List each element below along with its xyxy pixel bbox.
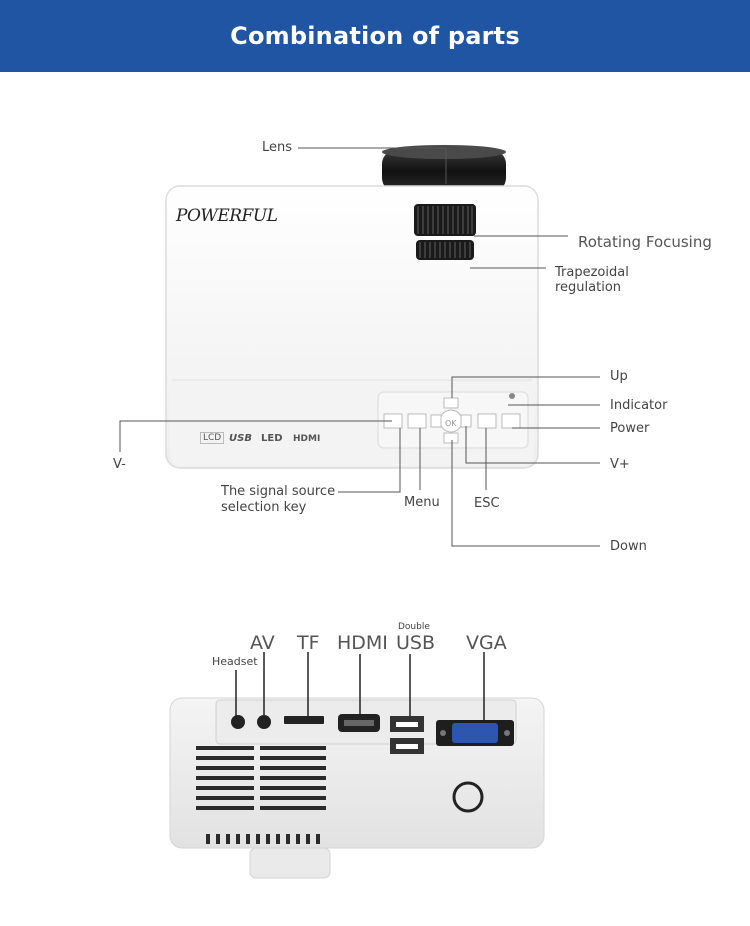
label-headset: Headset (212, 655, 258, 668)
label-tf: TF (297, 632, 320, 654)
ports (231, 714, 514, 754)
brand-logo: POWERFUL (176, 206, 278, 226)
label-v-minus: V- (113, 457, 126, 472)
led-mark: LED (261, 433, 283, 444)
label-down: Down (610, 539, 647, 554)
control-panel (377, 391, 529, 449)
label-hdmi-port: HDMI (337, 632, 388, 654)
label-trapezoidal-2: regulation (555, 280, 622, 295)
page-title: Combination of parts (230, 22, 520, 50)
bottom-slots (206, 834, 320, 844)
label-esc: ESC (474, 496, 500, 511)
label-rotating-focusing: Rotating Focusing (578, 233, 712, 251)
label-vga: VGA (466, 632, 507, 654)
label-signal-source-2: selection key (221, 500, 307, 515)
hdmi-mark: HDMI (293, 434, 321, 444)
callout-lines-top (119, 147, 600, 547)
label-menu: Menu (404, 495, 440, 510)
ok-button-mark: OK (445, 419, 457, 428)
trapezoid-wheel (416, 240, 474, 260)
label-signal-source-1: The signal source (221, 484, 336, 499)
callout-lines-bottom (235, 652, 485, 720)
label-trapezoidal-1: Trapezoidal (555, 265, 629, 280)
vent-grille (196, 746, 326, 810)
usb-mark: USB (229, 433, 252, 444)
focus-ring (414, 204, 476, 236)
label-v-plus: V+ (610, 457, 630, 472)
label-double: Double (398, 622, 430, 632)
lens-barrel (382, 145, 506, 192)
label-up: Up (610, 369, 628, 384)
lcd-mark: LCD (200, 432, 225, 444)
label-lens: Lens (262, 140, 293, 155)
label-indicator: Indicator (610, 398, 668, 413)
label-usb-port: USB (396, 632, 436, 654)
label-power: Power (610, 421, 650, 436)
header-banner: Combination of parts (0, 0, 750, 72)
label-av: AV (250, 632, 275, 654)
rear-speaker (452, 781, 484, 813)
